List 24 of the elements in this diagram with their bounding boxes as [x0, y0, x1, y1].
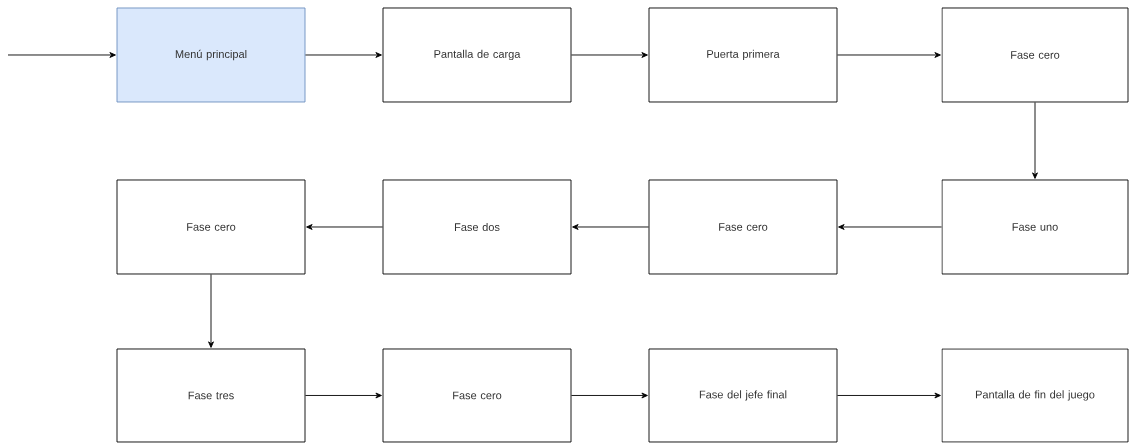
process-box: Fase cero — [116, 179, 306, 275]
arrow — [305, 52, 382, 58]
arrow — [571, 52, 648, 58]
arrow — [572, 224, 649, 230]
process-box: Fase dos — [382, 179, 572, 275]
arrow — [208, 274, 214, 348]
process-box: Fase uno — [941, 179, 1129, 275]
arrow — [1032, 102, 1038, 179]
process-box: Fase del jefe final — [648, 348, 838, 443]
process-box: Fase cero — [648, 179, 838, 275]
arrow — [306, 224, 383, 230]
arrow — [7, 52, 116, 58]
process-box: Menú principal — [116, 7, 306, 103]
process-box: Fase cero — [941, 7, 1129, 103]
arrow — [571, 392, 648, 399]
process-box: Fase cero — [382, 348, 572, 443]
arrow — [837, 392, 941, 399]
process-box: Pantalla de carga — [382, 7, 572, 103]
process-box: Puerta primera — [648, 7, 838, 103]
process-box: Fase tres — [116, 348, 306, 443]
arrow — [305, 392, 382, 399]
arrow — [838, 224, 942, 230]
arrow — [837, 52, 941, 58]
process-box: Pantalla de fin del juego — [941, 348, 1129, 443]
